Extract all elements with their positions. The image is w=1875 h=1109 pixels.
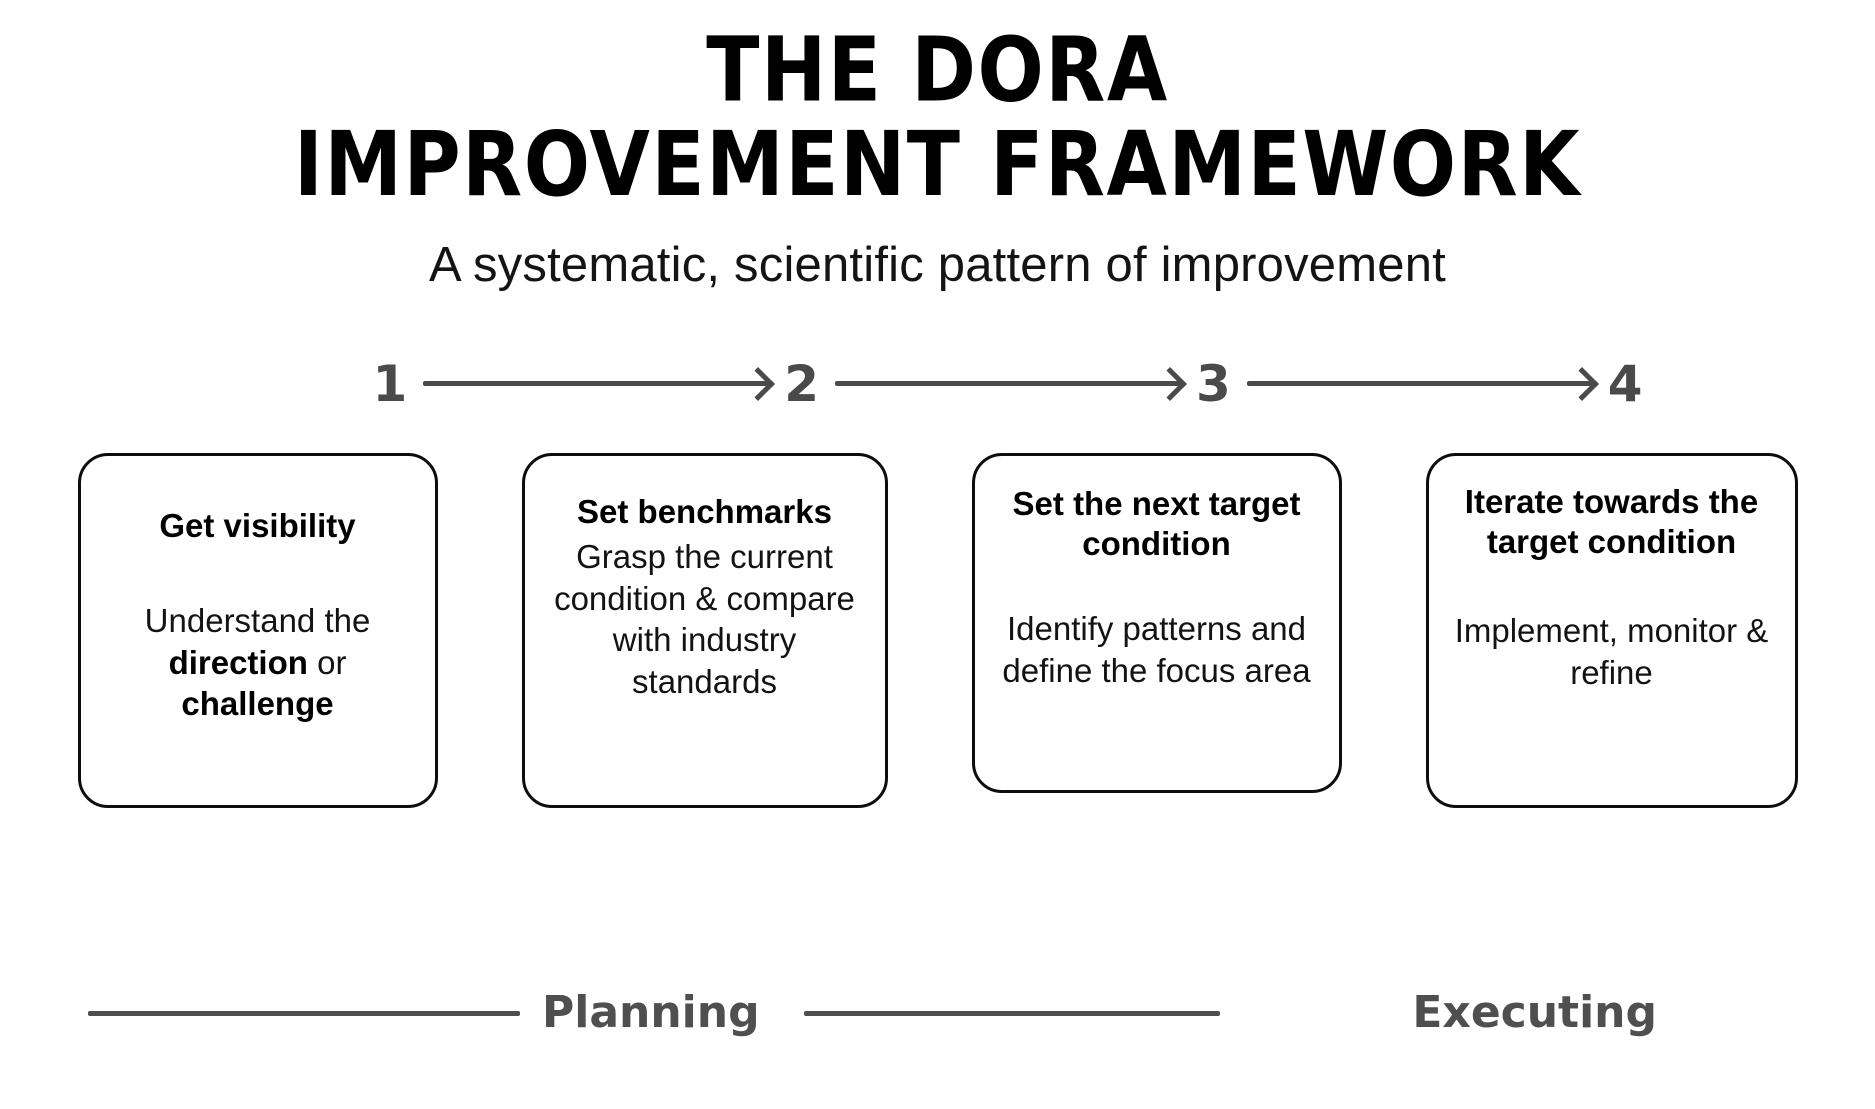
step-card-3-body: Identify patterns and define the focus a… [1002,610,1311,689]
step-number-1: 1 [372,354,408,413]
step-card-1-body-mid: or [307,643,347,681]
phase-line-right [803,1010,1220,1016]
phase-legend: Planning Executing [0,978,1875,1048]
step-card-4-title: Iterate towards the target condition [1464,482,1759,561]
step-card-2-body: Grasp the current condition & compare wi… [554,538,855,700]
step-card-1-body-bold-challenge: challenge [181,685,334,723]
step-card-2-title: Set benchmarks [577,492,832,530]
arrow-shaft [835,381,1180,387]
page-subtitle: A systematic, scientific pattern of impr… [428,237,1446,292]
step-card-1: Get visibility Understand the direction … [77,452,438,808]
step-card-2: Set benchmarks Grasp the current conditi… [521,452,888,808]
step-number-4: 4 [1607,354,1643,413]
step-card-4: Iterate towards the target condition Imp… [1425,452,1798,808]
arrow-head [741,366,776,401]
step-card-1-body-bold-direction: direction [168,643,308,681]
phase-label-planning: Planning [542,987,760,1038]
arrow-head [1152,366,1187,401]
arrow-shaft [423,381,769,387]
arrow-right-icon [1246,366,1599,401]
arrow-head [1564,366,1599,401]
step-number-3: 3 [1195,354,1231,413]
phase-label-executing: Executing [1412,987,1657,1038]
arrow-shaft [1246,381,1592,387]
arrow-right-icon [423,366,776,401]
page-title: THE DORA IMPROVEMENT FRAMEWORK [188,19,1688,218]
step-card-4-body: Implement, monitor & refine [1454,612,1769,691]
step-cards-row: Get visibility Understand the direction … [77,452,1798,808]
step-number-2: 2 [784,354,820,413]
step-card-3: Set the next target condition Identify p… [971,452,1342,793]
phase-line-left [88,1010,520,1016]
header: THE DORA IMPROVEMENT FRAMEWORK A systema… [0,0,1875,293]
step-card-1-title: Get visibility [159,506,356,544]
step-card-3-title: Set the next target condition [1012,484,1301,563]
step-card-1-body-prefix: Understand the [144,602,371,640]
page-title-line-2: IMPROVEMENT FRAMEWORK [293,114,1582,218]
page-title-line-1: THE DORA [706,19,1169,123]
step-indicator-row: 1 2 3 4 [233,359,1643,409]
step-card-1-body: Understand the direction or challenge [97,600,419,725]
arrow-right-icon [835,366,1187,401]
